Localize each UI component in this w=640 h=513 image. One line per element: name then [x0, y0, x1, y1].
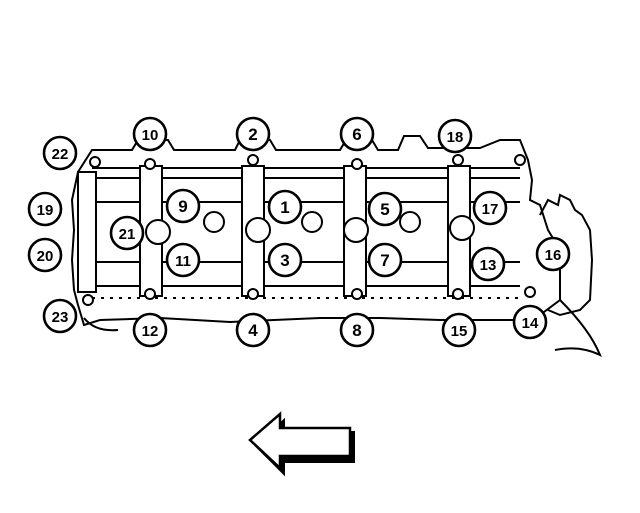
bolt-callout-6: 6: [339, 116, 375, 152]
callout-circle: [42, 135, 78, 171]
callout-circle: [339, 116, 375, 152]
callout-number: 4: [248, 321, 258, 340]
callout-number: 23: [52, 309, 69, 326]
housing-outline: [70, 135, 561, 327]
callout-circle: [165, 188, 201, 224]
callout-circle: [339, 312, 375, 348]
bolt-callout-14: 14: [512, 304, 548, 340]
bolt-callout-16: 16: [535, 236, 571, 272]
bolt-head: [82, 294, 94, 306]
right-cover: [539, 193, 594, 317]
callout-circle: [535, 236, 571, 272]
callout-number: 21: [119, 226, 136, 243]
bolt-head: [144, 158, 156, 170]
bolt-callout-23: 23: [42, 298, 78, 334]
callout-circle: [109, 215, 145, 251]
callout-number: 10: [142, 127, 159, 144]
bolt-head: [452, 288, 464, 300]
callout-number: 18: [447, 129, 464, 146]
callout-circle: [132, 116, 168, 152]
bolt-callout-4: 4: [235, 312, 271, 348]
bolt-callout-3: 3: [267, 242, 303, 278]
bolt-callout-22: 22: [42, 135, 78, 171]
right-curve: [554, 299, 602, 358]
callout-circle: [267, 189, 303, 225]
callout-number: 15: [451, 323, 468, 340]
callout-number: 2: [248, 125, 257, 144]
bolt-callout-2: 2: [235, 116, 271, 152]
callout-number: 12: [142, 323, 159, 340]
callout-circle: [512, 304, 548, 340]
bolt-head: [452, 154, 464, 166]
front-arrow-icon: [248, 411, 352, 471]
callout-number: 6: [352, 125, 361, 144]
callout-number: 11: [175, 253, 191, 270]
callout-circle: [472, 190, 508, 226]
callout-circle: [267, 242, 303, 278]
callout-number: 19: [37, 202, 54, 219]
bolt-callout-19: 19: [27, 191, 63, 227]
bolt-head: [89, 156, 101, 168]
callout-circle: [367, 242, 403, 278]
bolt-head: [524, 286, 536, 298]
callout-number: 14: [522, 315, 539, 332]
callout-number: 16: [545, 247, 562, 264]
bolt-head: [144, 288, 156, 300]
callout-number: 20: [37, 248, 54, 265]
bolt-callout-12: 12: [132, 312, 168, 348]
callout-circle: [165, 242, 201, 278]
bolt-head: [514, 154, 526, 166]
callout-circle: [470, 246, 506, 282]
callout-circle: [437, 118, 473, 154]
bolt-callout-20: 20: [27, 237, 63, 273]
front-arrow: [248, 411, 355, 477]
callout-number: 3: [280, 251, 289, 270]
bolt-callout-11: 11: [165, 242, 201, 278]
bolt-head: [247, 154, 259, 166]
callout-number: 22: [52, 146, 69, 163]
bolt-callout-5: 5: [367, 191, 403, 227]
callout-circle: [42, 298, 78, 334]
callout-number: 9: [178, 197, 187, 216]
callout-circle: [27, 191, 63, 227]
bolt-head: [351, 158, 363, 170]
callout-circle: [27, 237, 63, 273]
callout-number: 5: [380, 200, 389, 219]
callout-circle: [235, 116, 271, 152]
callout-circle: [235, 312, 271, 348]
bolt-callout-21: 21: [109, 215, 145, 251]
callout-circle: [441, 312, 477, 348]
callout-number: 1: [280, 198, 289, 217]
callout-number: 13: [480, 257, 497, 274]
left-curve: [83, 317, 119, 332]
bolt-callout-8: 8: [339, 312, 375, 348]
bolt-callout-18: 18: [437, 118, 473, 154]
bolt-callout-7: 7: [367, 242, 403, 278]
bolt-callout-10: 10: [132, 116, 168, 152]
callout-number: 17: [482, 201, 499, 218]
bolt-callout-1: 1: [267, 189, 303, 225]
bolt-heads: [82, 154, 536, 306]
cylinder-head-drawing: [70, 135, 602, 358]
bolt-head: [351, 288, 363, 300]
callout-circle: [132, 312, 168, 348]
bolt-head: [247, 288, 259, 300]
plug-tubes: [145, 211, 475, 245]
bolt-callout-13: 13: [470, 246, 506, 282]
bolt-callout-17: 17: [472, 190, 508, 226]
bolt-callout-15: 15: [441, 312, 477, 348]
callout-number: 8: [352, 321, 361, 340]
callout-circle: [367, 191, 403, 227]
callout-number: 7: [380, 251, 389, 270]
bolt-callout-9: 9: [165, 188, 201, 224]
